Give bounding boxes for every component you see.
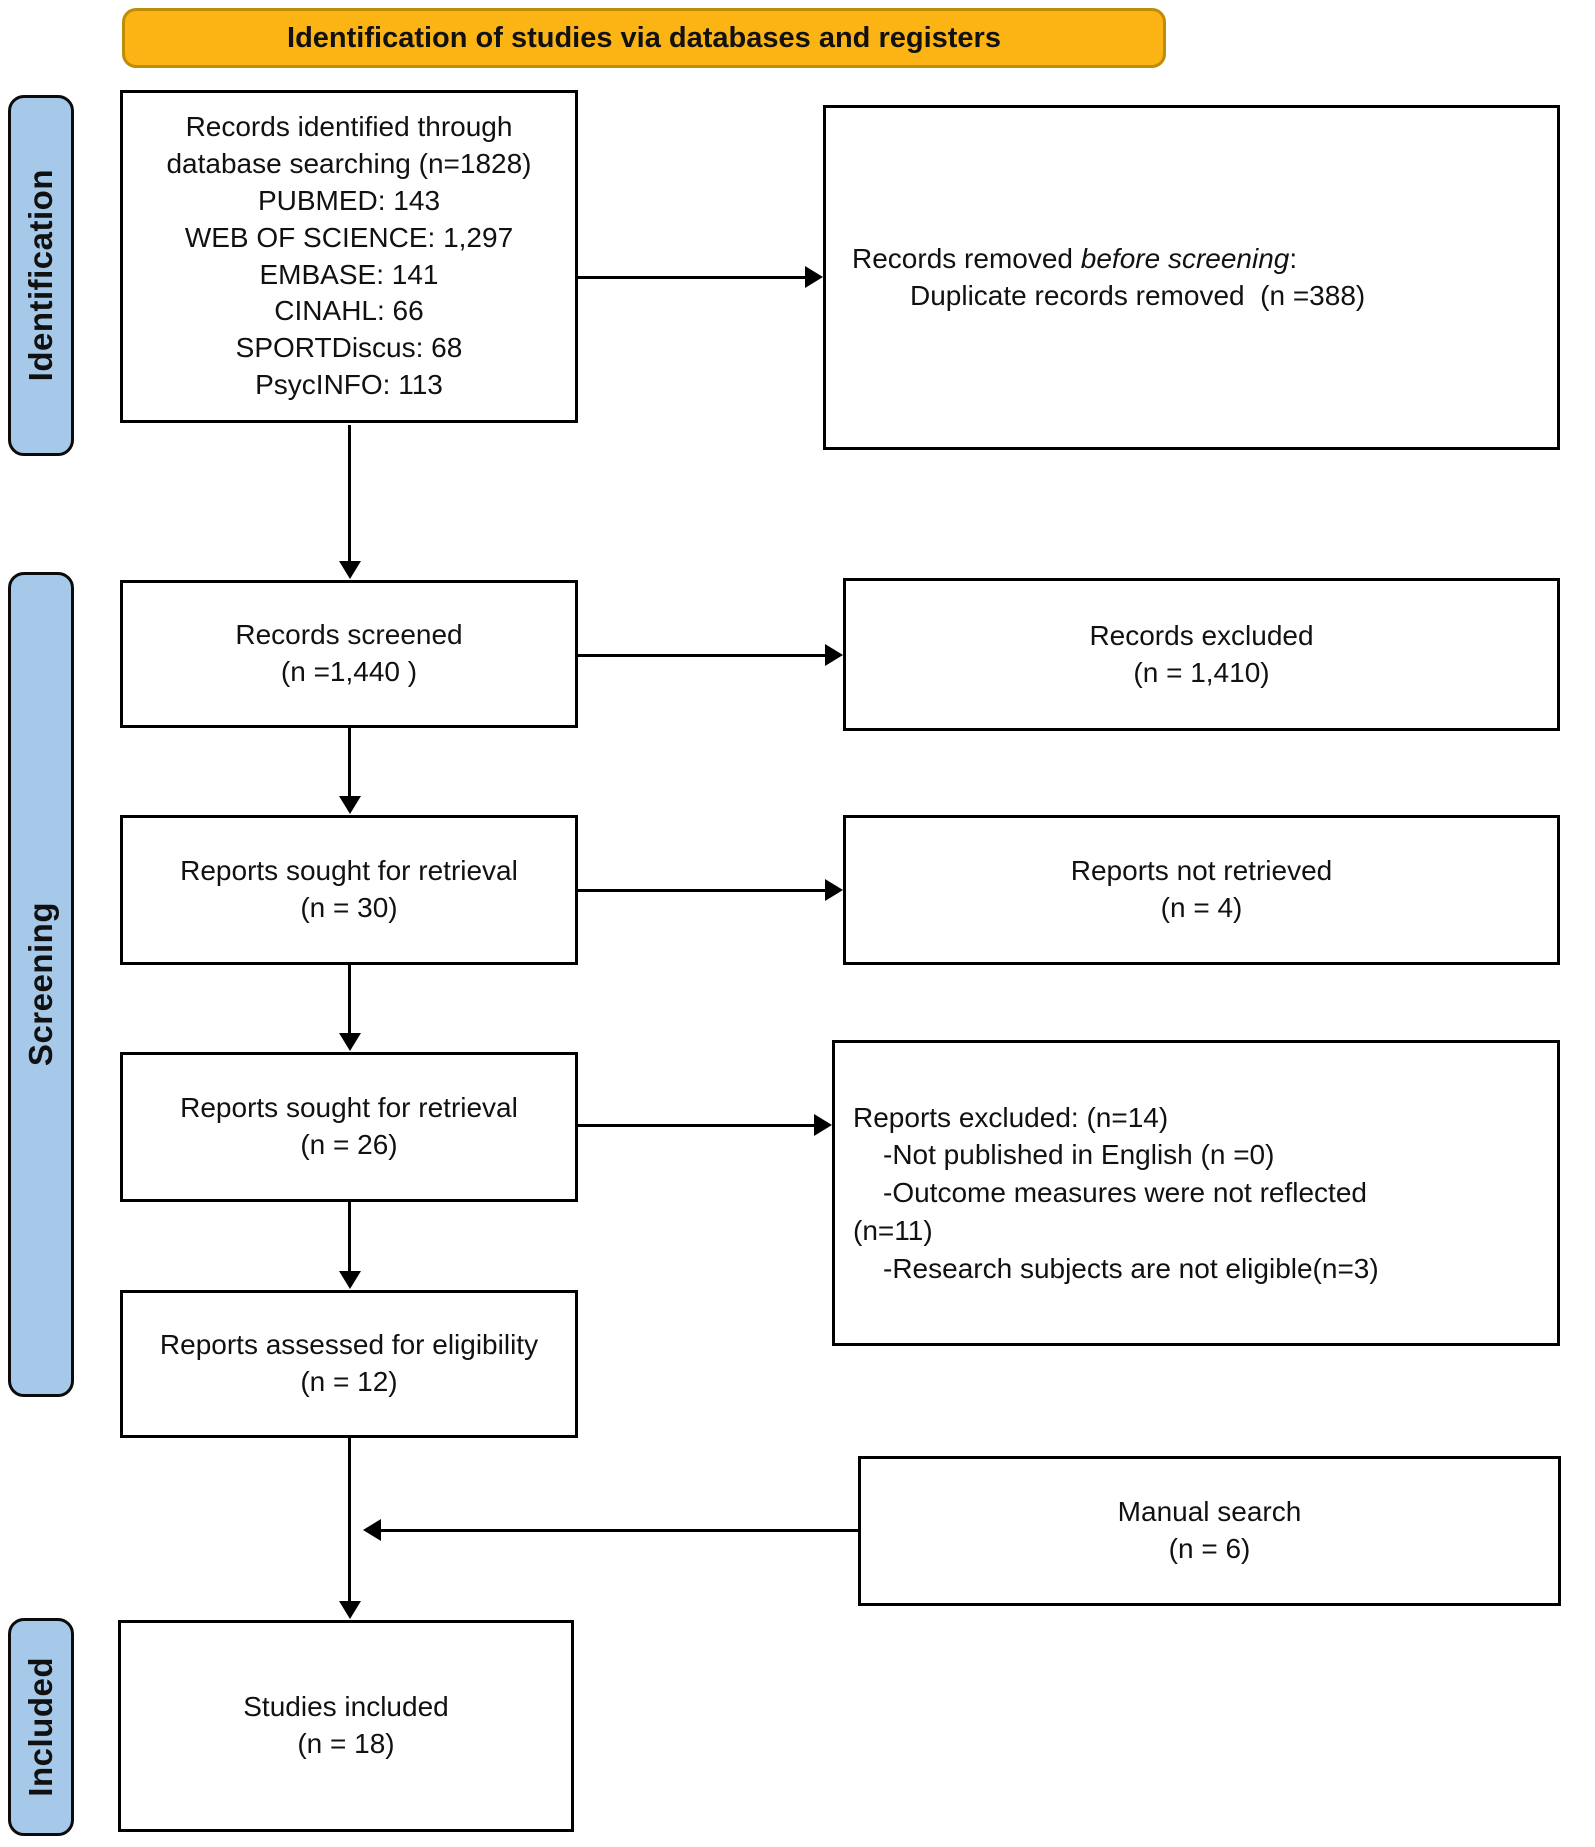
- arrowhead-right-icon: [805, 266, 823, 288]
- box-reports-assessed: Reports assessed for eligibility (n = 12…: [120, 1290, 578, 1438]
- text-line: (n =1,440 ): [280, 656, 418, 687]
- box-records-identified: Records identified through database sear…: [120, 90, 578, 423]
- arrowhead-down-icon: [339, 1271, 361, 1289]
- box-reports-sought-1: Reports sought for retrieval (n = 30): [120, 815, 578, 965]
- arrowhead-left-icon: [363, 1519, 381, 1541]
- box-records-removed: Records removed before screening: Duplic…: [823, 105, 1560, 450]
- arrow-screened-to-excluded: [578, 654, 826, 657]
- arrowhead-right-icon: [825, 644, 843, 666]
- text-line: Records removed before screening:: [852, 241, 1297, 278]
- arrow-sought2-to-reportsexcluded: [578, 1124, 815, 1127]
- text-line: Manual search: [1117, 1496, 1302, 1528]
- text-line: Duplicate records removed (n =388): [910, 279, 1366, 311]
- text-line: database searching (n=1828): [166, 147, 532, 179]
- text-line: (n = 4): [1160, 892, 1243, 923]
- stage-ribbon-identification: Identification: [8, 95, 74, 456]
- arrow-assessed-to-included: [348, 1438, 351, 1603]
- box-studies-included: Studies included (n = 18): [118, 1620, 574, 1832]
- text-line: CINAHL: 66: [274, 295, 424, 327]
- text-line: (n = 6): [1168, 1533, 1251, 1564]
- text-line: (n = 30): [300, 892, 398, 923]
- box-reports-not-retrieved: Reports not retrieved (n = 4): [843, 815, 1560, 965]
- text-line: Reports excluded: (n=14): [853, 1101, 1169, 1133]
- text-line: SPORTDiscus: 68: [235, 332, 463, 364]
- text-line: Reports assessed for eligibility: [159, 1329, 539, 1361]
- arrowhead-down-icon: [339, 796, 361, 814]
- text-line: Records identified through: [185, 110, 513, 142]
- text-segment: Records removed: [852, 242, 1081, 274]
- arrowhead-down-icon: [339, 1033, 361, 1051]
- diagram-title: Identification of studies via databases …: [287, 21, 1001, 54]
- text-line: WEB OF SCIENCE: 1,297: [184, 221, 514, 253]
- text-line: (n = 1,410): [1133, 656, 1270, 688]
- arrow-identified-to-removed: [578, 276, 806, 279]
- stage-label-screening: Screening: [22, 902, 59, 1067]
- text-line: Records excluded: [1089, 619, 1314, 651]
- arrow-sought1-to-sought2: [348, 965, 351, 1035]
- box-manual-search: Manual search (n = 6): [858, 1456, 1561, 1606]
- stage-ribbon-screening: Screening: [8, 572, 74, 1397]
- text-line: (n = 12): [300, 1366, 398, 1397]
- box-records-excluded: Records excluded (n = 1,410): [843, 578, 1560, 731]
- text-line: Reports sought for retrieval: [180, 1092, 518, 1124]
- text-line: (n = 26): [300, 1129, 398, 1160]
- text-line: (n = 18): [297, 1728, 395, 1759]
- arrow-screened-to-sought1: [348, 728, 351, 798]
- text-segment-italic: before screening: [1080, 242, 1290, 274]
- text-line: EMBASE: 141: [259, 258, 439, 290]
- arrow-manualsearch-to-mainflow: [381, 1529, 858, 1532]
- text-segment: :: [1289, 242, 1298, 274]
- box-reports-excluded: Reports excluded: (n=14) -Not published …: [832, 1040, 1560, 1346]
- arrow-identified-to-screened: [348, 425, 351, 563]
- arrowhead-down-icon: [339, 561, 361, 579]
- box-records-screened: Records screened (n =1,440 ): [120, 580, 578, 728]
- box-reports-sought-2: Reports sought for retrieval (n = 26): [120, 1052, 578, 1202]
- text-line: PsycINFO: 113: [255, 369, 443, 401]
- stage-label-included: Included: [22, 1657, 59, 1797]
- text-line: PUBMED: 143: [257, 184, 441, 216]
- text-line: Studies included: [243, 1691, 449, 1723]
- text-line: Records screened: [235, 619, 463, 651]
- exclusion-reason: -Outcome measures were not reflected: [883, 1177, 1367, 1209]
- arrowhead-right-icon: [825, 879, 843, 901]
- stage-ribbon-included: Included: [8, 1618, 74, 1836]
- exclusion-reason: -Research subjects are not eligible(n=3): [883, 1252, 1379, 1284]
- text-line: Reports sought for retrieval: [180, 855, 518, 887]
- text-line: Reports not retrieved: [1070, 855, 1333, 887]
- exclusion-reason: -Not published in English (n =0): [883, 1139, 1275, 1171]
- arrow-sought2-to-assessed: [348, 1202, 351, 1273]
- arrow-sought1-to-notretrieved: [578, 889, 826, 892]
- arrowhead-right-icon: [814, 1114, 832, 1136]
- diagram-title-banner: Identification of studies via databases …: [122, 8, 1166, 68]
- exclusion-reason-continuation: (n=11): [853, 1214, 933, 1246]
- stage-label-identification: Identification: [22, 169, 59, 382]
- arrowhead-down-icon: [339, 1601, 361, 1619]
